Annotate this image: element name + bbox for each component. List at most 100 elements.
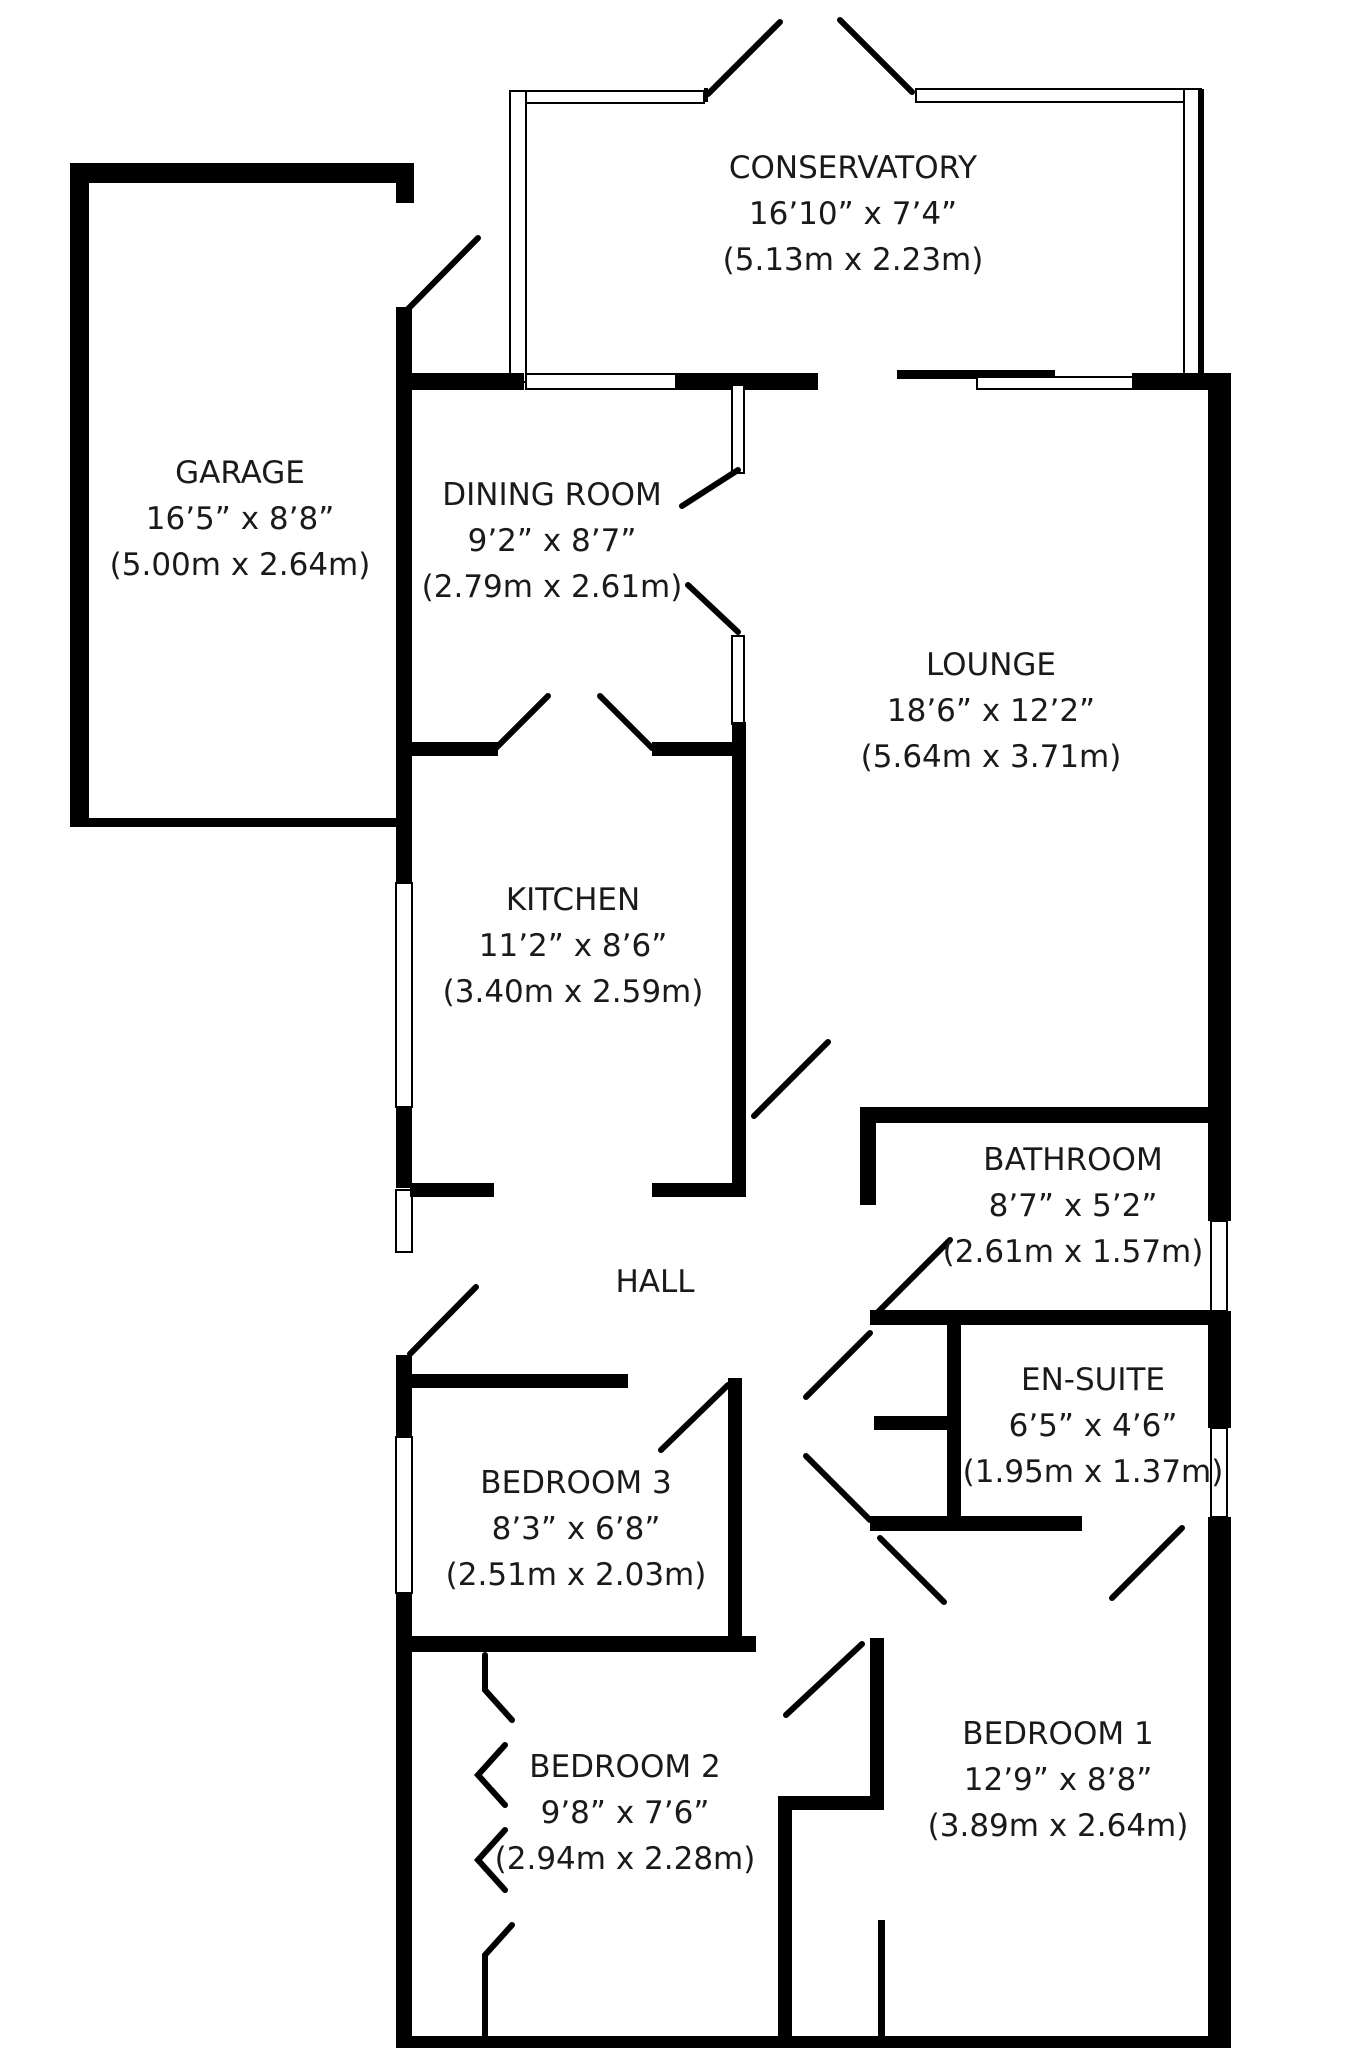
dining-lounge-door-lower	[685, 582, 741, 635]
lounge-top-wall-left	[897, 370, 1055, 379]
cupboard-door	[803, 1330, 873, 1400]
garage-label: GARAGE 16’5” x 8’8” (5.00m x 2.64m)	[110, 450, 371, 588]
garage-name: GARAGE	[175, 455, 305, 491]
house-right-wall-upper	[1208, 373, 1231, 1221]
conservatory-door-left	[705, 19, 783, 97]
kitchen-top-wall-left	[410, 742, 498, 756]
bathroom-name: BATHROOM	[983, 1142, 1163, 1178]
kitchen-label: KITCHEN 11’2” x 8’6” (3.40m x 2.59m)	[443, 877, 704, 1015]
bathroom-window	[1210, 1220, 1228, 1312]
garage-walls	[70, 163, 414, 827]
dining-top-wall-right	[676, 373, 818, 390]
kitchen-bottom-wall-left	[410, 1183, 494, 1197]
hall-front-door	[407, 1284, 479, 1357]
en-suite-cupboard-wall	[874, 1416, 956, 1430]
wardrobe-door-3	[473, 1827, 508, 1893]
conservatory-name: CONSERVATORY	[728, 150, 978, 186]
conservatory-frame	[509, 88, 1204, 383]
kitchen-metric: (3.40m x 2.59m)	[442, 974, 704, 1010]
bedroom-1-name: BEDROOM 1	[962, 1716, 1154, 1752]
bedroom-3-top-wall	[410, 1374, 628, 1388]
bedroom-1-imperial: 12’9” x 8’8”	[963, 1762, 1153, 1798]
house-left-wall-mid	[396, 1107, 412, 1188]
kitchen-top-wall-right	[652, 742, 742, 756]
hall-name: HALL	[615, 1264, 695, 1300]
lounge-metric: (5.64m x 3.71m)	[860, 739, 1122, 775]
en-suite-door	[1109, 1525, 1185, 1601]
bedroom-3-door	[658, 1382, 731, 1453]
house-right-wall-lower	[1208, 1517, 1231, 2048]
bedroom-2-name: BEDROOM 2	[529, 1749, 721, 1785]
garage-left-wall	[70, 163, 89, 827]
bedroom-1-lower-divider	[878, 1920, 885, 2048]
bathroom-bottom-wall	[870, 1310, 1220, 1325]
conservatory-door-right	[837, 17, 915, 95]
lounge-conservatory-window	[976, 376, 1134, 390]
dining-room-name: DINING ROOM	[442, 477, 662, 513]
dining-lounge-door-upper	[679, 467, 741, 509]
bedroom-1-inner-door	[877, 1535, 947, 1605]
garage-imperial: 16’5” x 8’8”	[145, 501, 335, 537]
bedroom-1-left-wall	[870, 1638, 884, 1806]
conservatory-label: CONSERVATORY 16’10” x 7’4” (5.13m x 2.23…	[723, 145, 984, 283]
dining-room-metric: (2.79m x 2.61m)	[421, 569, 683, 605]
bathroom-metric: (2.61m x 1.57m)	[942, 1234, 1204, 1270]
lounge-top-wall-right	[1132, 373, 1212, 390]
bedroom-2-cupboard-top	[778, 1796, 884, 1810]
bathroom-top-wall	[860, 1107, 1220, 1123]
garage-side-door	[403, 235, 481, 314]
bathroom-imperial: 8’7” x 5’2”	[988, 1188, 1158, 1224]
en-suite-metric: (1.95m x 1.37m)	[962, 1454, 1224, 1490]
kitchen-door-right	[597, 693, 655, 751]
bedroom-2-door	[783, 1641, 865, 1718]
wardrobe-door-1	[482, 1652, 515, 1723]
bedroom-3-right-wall	[728, 1378, 742, 1648]
lounge-hall-door	[751, 1039, 831, 1119]
dining-room-imperial: 9’2” x 8’7”	[467, 523, 637, 559]
dining-conservatory-window	[525, 373, 677, 390]
bedroom-2-metric: (2.94m x 2.28m)	[494, 1841, 756, 1877]
bedroom-3-label: BEDROOM 3 8’3” x 6’8” (2.51m x 2.03m)	[446, 1460, 707, 1598]
lounge-label: LOUNGE 18’6” x 12’2” (5.64m x 3.71m)	[861, 642, 1122, 780]
lounge-imperial: 18’6” x 12’2”	[886, 693, 1096, 729]
bedroom-2-cupboard-left	[778, 1796, 792, 2048]
bedroom-2-label: BEDROOM 2 9’8” x 7’6” (2.94m x 2.28m)	[495, 1744, 756, 1882]
garage-bottom-wall	[70, 818, 405, 827]
conservatory-metric: (5.13m x 2.23m)	[722, 242, 984, 278]
bedroom-2-imperial: 9’8” x 7’6”	[540, 1795, 710, 1831]
bedroom-1-metric: (3.89m x 2.64m)	[927, 1808, 1189, 1844]
house-right-wall-mid	[1208, 1311, 1231, 1428]
en-suite-label: EN-SUITE 6’5” x 4’6” (1.95m x 1.37m)	[963, 1357, 1224, 1495]
bedroom-1-label: BEDROOM 1 12’9” x 8’8” (3.89m x 2.64m)	[928, 1711, 1189, 1849]
garage-top-wall	[70, 163, 414, 183]
garage-right-wall-upper	[396, 163, 414, 203]
kitchen-door-left	[493, 693, 551, 751]
kitchen-bottom-wall-right	[652, 1183, 746, 1197]
kitchen-window	[395, 882, 413, 1108]
bedroom-3-name: BEDROOM 3	[480, 1465, 672, 1501]
house-bottom-wall	[396, 2036, 1231, 2048]
dining-lounge-screen-lower	[731, 635, 745, 725]
en-suite-imperial: 6’5” x 4’6”	[1008, 1408, 1178, 1444]
bathroom-door	[875, 1237, 953, 1315]
wardrobe-door-2	[473, 1742, 508, 1808]
wardrobe-door-4	[482, 1922, 515, 2048]
kitchen-right-wall	[732, 722, 746, 1197]
kitchen-imperial: 11’2” x 8’6”	[478, 928, 668, 964]
lounge-name: LOUNGE	[925, 647, 1057, 683]
en-suite-name: EN-SUITE	[1021, 1362, 1165, 1398]
bathroom-left-wall-stub	[860, 1107, 876, 1205]
conservatory-imperial: 16’10” x 7’4”	[748, 196, 958, 232]
bedroom-3-imperial: 8’3” x 6’8”	[491, 1511, 661, 1547]
en-suite-bottom-wall	[870, 1516, 1082, 1531]
house-left-wall-upper	[396, 307, 412, 883]
bedroom-3-window	[395, 1436, 413, 1594]
dining-room-label: DINING ROOM 9’2” x 8’7” (2.79m x 2.61m)	[422, 472, 683, 610]
kitchen-name: KITCHEN	[505, 882, 641, 918]
hall-label: HALL	[615, 1259, 694, 1305]
hall-window	[395, 1189, 413, 1253]
bedroom-3-bottom-wall	[410, 1636, 756, 1652]
dining-top-wall-left	[396, 373, 524, 390]
bedroom-3-metric: (2.51m x 2.03m)	[445, 1557, 707, 1593]
